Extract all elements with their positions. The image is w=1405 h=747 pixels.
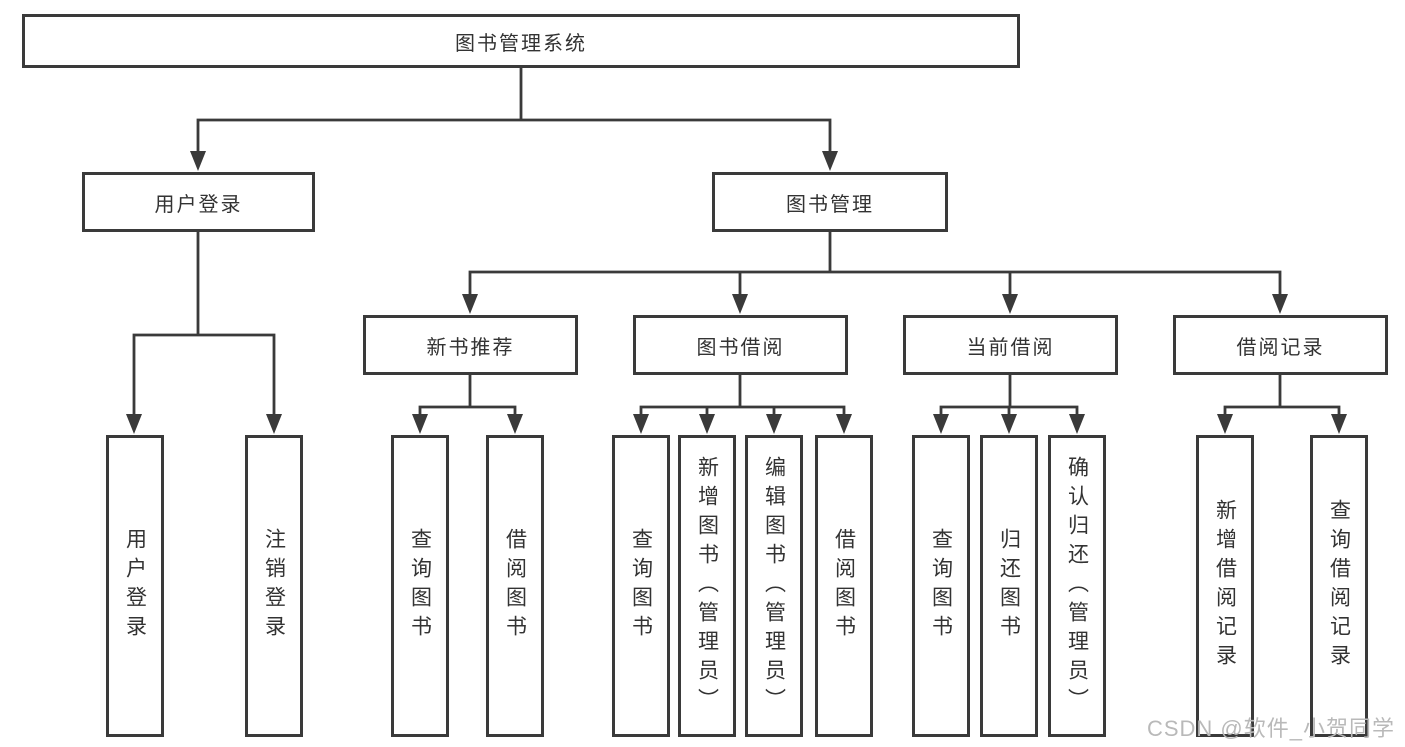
leaf-query-borrow-record: 查询借阅记录 [1310, 435, 1368, 737]
arrow-down-icon [633, 414, 649, 434]
node-new-book-recommendation: 新书推荐 [363, 315, 578, 375]
arrow-down-icon [822, 151, 838, 171]
leaf-confirm-return-admin: 确认归还（管理员） [1048, 435, 1106, 737]
connector-line [939, 405, 1079, 428]
arrow-down-icon [1331, 414, 1347, 434]
node-borrowing-records: 借阅记录 [1173, 315, 1388, 375]
arrow-down-icon [699, 414, 715, 434]
connector-line [418, 405, 517, 428]
leaf-query-books-recommend: 查询图书 [391, 435, 449, 737]
csdn-watermark: CSDN @软件_小贺同学 [1146, 716, 1395, 741]
arrow-down-icon [266, 414, 282, 434]
node-current-borrowing: 当前借阅 [903, 315, 1118, 375]
arrow-down-icon [1001, 414, 1017, 434]
arrow-down-icon [507, 414, 523, 434]
node-user-login-branch: 用户登录 [82, 172, 315, 232]
arrow-down-icon [190, 151, 206, 171]
leaf-query-books-borrowing: 查询图书 [612, 435, 670, 737]
leaf-add-borrow-record: 新增借阅记录 [1196, 435, 1254, 737]
arrow-down-icon [1272, 294, 1288, 314]
arrow-down-icon [1069, 414, 1085, 434]
leaf-query-books-current: 查询图书 [912, 435, 970, 737]
arrow-down-icon [836, 414, 852, 434]
connector-line [468, 270, 1282, 308]
arrow-down-icon [412, 414, 428, 434]
leaf-logout: 注销登录 [245, 435, 303, 737]
node-book-borrowing: 图书借阅 [633, 315, 848, 375]
leaf-borrow-books-recommend: 借阅图书 [486, 435, 544, 737]
arrow-down-icon [126, 414, 142, 434]
leaf-borrow-books: 借阅图书 [815, 435, 873, 737]
arrow-down-icon [933, 414, 949, 434]
connector-line [639, 405, 846, 428]
leaf-return-books: 归还图书 [980, 435, 1038, 737]
arrow-down-icon [462, 294, 478, 314]
leaf-user-login: 用户登录 [106, 435, 164, 737]
arrow-down-icon [766, 414, 782, 434]
connector-line [132, 333, 276, 428]
arrow-down-icon [1002, 294, 1018, 314]
node-root-system: 图书管理系统 [22, 14, 1020, 68]
node-book-management-branch: 图书管理 [712, 172, 948, 232]
connector-line [196, 118, 832, 166]
leaf-add-books-admin: 新增图书（管理员） [678, 435, 736, 737]
arrow-down-icon [732, 294, 748, 314]
connector-line [1223, 405, 1341, 428]
leaf-edit-books-admin: 编辑图书（管理员） [745, 435, 803, 737]
arrow-down-icon [1217, 414, 1233, 434]
